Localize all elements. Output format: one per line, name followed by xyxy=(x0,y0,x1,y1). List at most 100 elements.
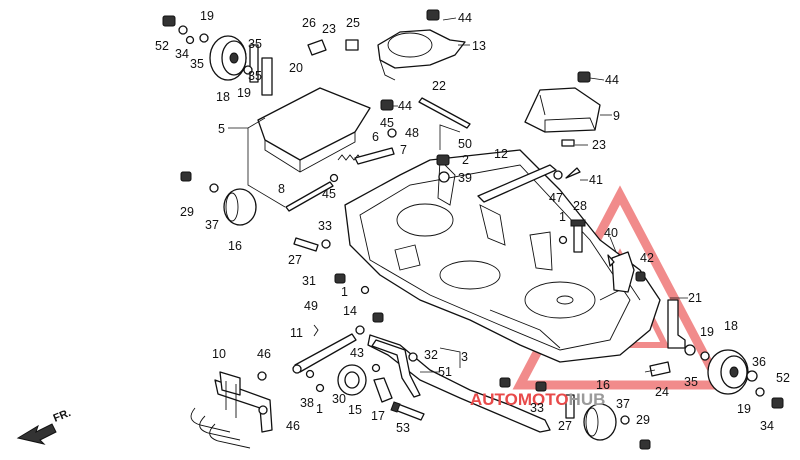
callout-44: 44 xyxy=(605,73,619,87)
callout-19: 19 xyxy=(737,402,751,416)
watermark-text: AUTOMOTOHUB xyxy=(470,390,605,409)
bolt-53 xyxy=(390,401,425,421)
callout-28: 28 xyxy=(573,199,587,213)
discharge-cover xyxy=(257,87,371,173)
callout-16: 16 xyxy=(228,239,242,253)
link-3-bar xyxy=(371,339,421,398)
roller-left xyxy=(223,188,257,226)
callout-38: 38 xyxy=(300,396,314,410)
height-lever-21 xyxy=(667,299,686,349)
callout-25: 25 xyxy=(346,16,360,30)
mower-deck-housing xyxy=(344,149,661,363)
rake-assembly xyxy=(190,371,273,449)
callout-43: 43 xyxy=(350,346,364,360)
callout-1: 1 xyxy=(341,285,348,299)
callout-46: 46 xyxy=(286,419,300,433)
belt-cover xyxy=(377,29,466,81)
callout-47: 47 xyxy=(549,191,563,205)
lift-rod-12 xyxy=(477,164,557,203)
callout-20: 20 xyxy=(289,61,303,75)
callout-37: 37 xyxy=(205,218,219,232)
callout-9: 9 xyxy=(613,109,620,123)
callout-39: 39 xyxy=(458,171,472,185)
callout-labels: 5 19 52 34 35 18 19 35 35 20 26 23 25 44… xyxy=(155,9,790,435)
bolt-28 xyxy=(570,219,586,253)
callout-16: 16 xyxy=(596,378,610,392)
callout-51: 51 xyxy=(438,365,452,379)
callout-18: 18 xyxy=(724,319,738,333)
callout-1: 1 xyxy=(316,402,323,416)
center-roller xyxy=(337,364,367,396)
callout-33: 33 xyxy=(318,219,332,233)
callout-27: 27 xyxy=(558,419,572,433)
callout-35: 35 xyxy=(684,375,698,389)
bracket-7 xyxy=(354,147,395,165)
callout-53: 53 xyxy=(396,421,410,435)
stud-20 xyxy=(261,57,273,96)
callout-45: 45 xyxy=(380,116,394,130)
callout-21: 21 xyxy=(688,291,702,305)
callout-10: 10 xyxy=(212,347,226,361)
bracket-40 xyxy=(611,251,635,293)
fasteners xyxy=(162,9,784,450)
callout-35: 35 xyxy=(248,37,262,51)
plate-24 xyxy=(649,361,671,377)
callout-30: 30 xyxy=(332,392,346,406)
callout-22: 22 xyxy=(432,79,446,93)
callout-14: 14 xyxy=(343,304,357,318)
callout-6: 6 xyxy=(372,130,379,144)
callout-19: 19 xyxy=(200,9,214,23)
callout-44: 44 xyxy=(398,99,412,113)
bolt-27-right xyxy=(565,394,575,419)
callout-31: 31 xyxy=(302,274,316,288)
callout-48: 48 xyxy=(405,126,419,140)
callout-32: 32 xyxy=(424,348,438,362)
callout-45: 45 xyxy=(322,187,336,201)
callout-42: 42 xyxy=(640,251,654,265)
front-direction-arrow: FR. xyxy=(16,407,73,445)
callout-37: 37 xyxy=(616,397,630,411)
callout-19: 19 xyxy=(237,86,251,100)
callout-3: 3 xyxy=(461,350,468,364)
callout-17: 17 xyxy=(371,409,385,423)
bolt-27-left xyxy=(293,237,319,252)
callout-33: 33 xyxy=(530,401,544,415)
callout-49: 49 xyxy=(304,299,318,313)
callout-34: 34 xyxy=(760,419,774,433)
lever-11 xyxy=(292,333,357,374)
callout-50: 50 xyxy=(458,137,472,151)
callout-52: 52 xyxy=(776,371,790,385)
callout-15: 15 xyxy=(348,403,362,417)
callout-35: 35 xyxy=(190,57,204,71)
callout-29: 29 xyxy=(636,413,650,427)
callout-24: 24 xyxy=(655,385,669,399)
callout-19: 19 xyxy=(700,325,714,339)
callout-36: 36 xyxy=(752,355,766,369)
front-direction-label: FR. xyxy=(52,407,73,425)
callout-27: 27 xyxy=(288,253,302,267)
callout-29: 29 xyxy=(180,205,194,219)
callout-13: 13 xyxy=(472,39,486,53)
roller-right xyxy=(583,403,617,441)
callout-5: 5 xyxy=(218,122,225,136)
callout-12: 12 xyxy=(494,147,508,161)
callout-41: 41 xyxy=(589,173,603,187)
callout-35: 35 xyxy=(248,69,262,83)
leader-lines xyxy=(228,17,688,373)
callout-34: 34 xyxy=(175,47,189,61)
callout-23: 23 xyxy=(592,138,606,152)
callout-23: 23 xyxy=(322,22,336,36)
callout-44: 44 xyxy=(458,11,472,25)
shaft-22 xyxy=(418,97,471,129)
callout-46: 46 xyxy=(257,347,271,361)
callout-40: 40 xyxy=(604,226,618,240)
watermark-text-secondary: HUB xyxy=(569,390,606,409)
watermark-text-primary: AUTOMOTO xyxy=(470,390,569,409)
callout-18: 18 xyxy=(216,90,230,104)
wheel-right xyxy=(707,349,749,395)
callout-2: 2 xyxy=(462,153,469,167)
callout-26: 26 xyxy=(302,16,316,30)
wheel-top-left xyxy=(209,35,247,81)
callout-7: 7 xyxy=(400,143,407,157)
